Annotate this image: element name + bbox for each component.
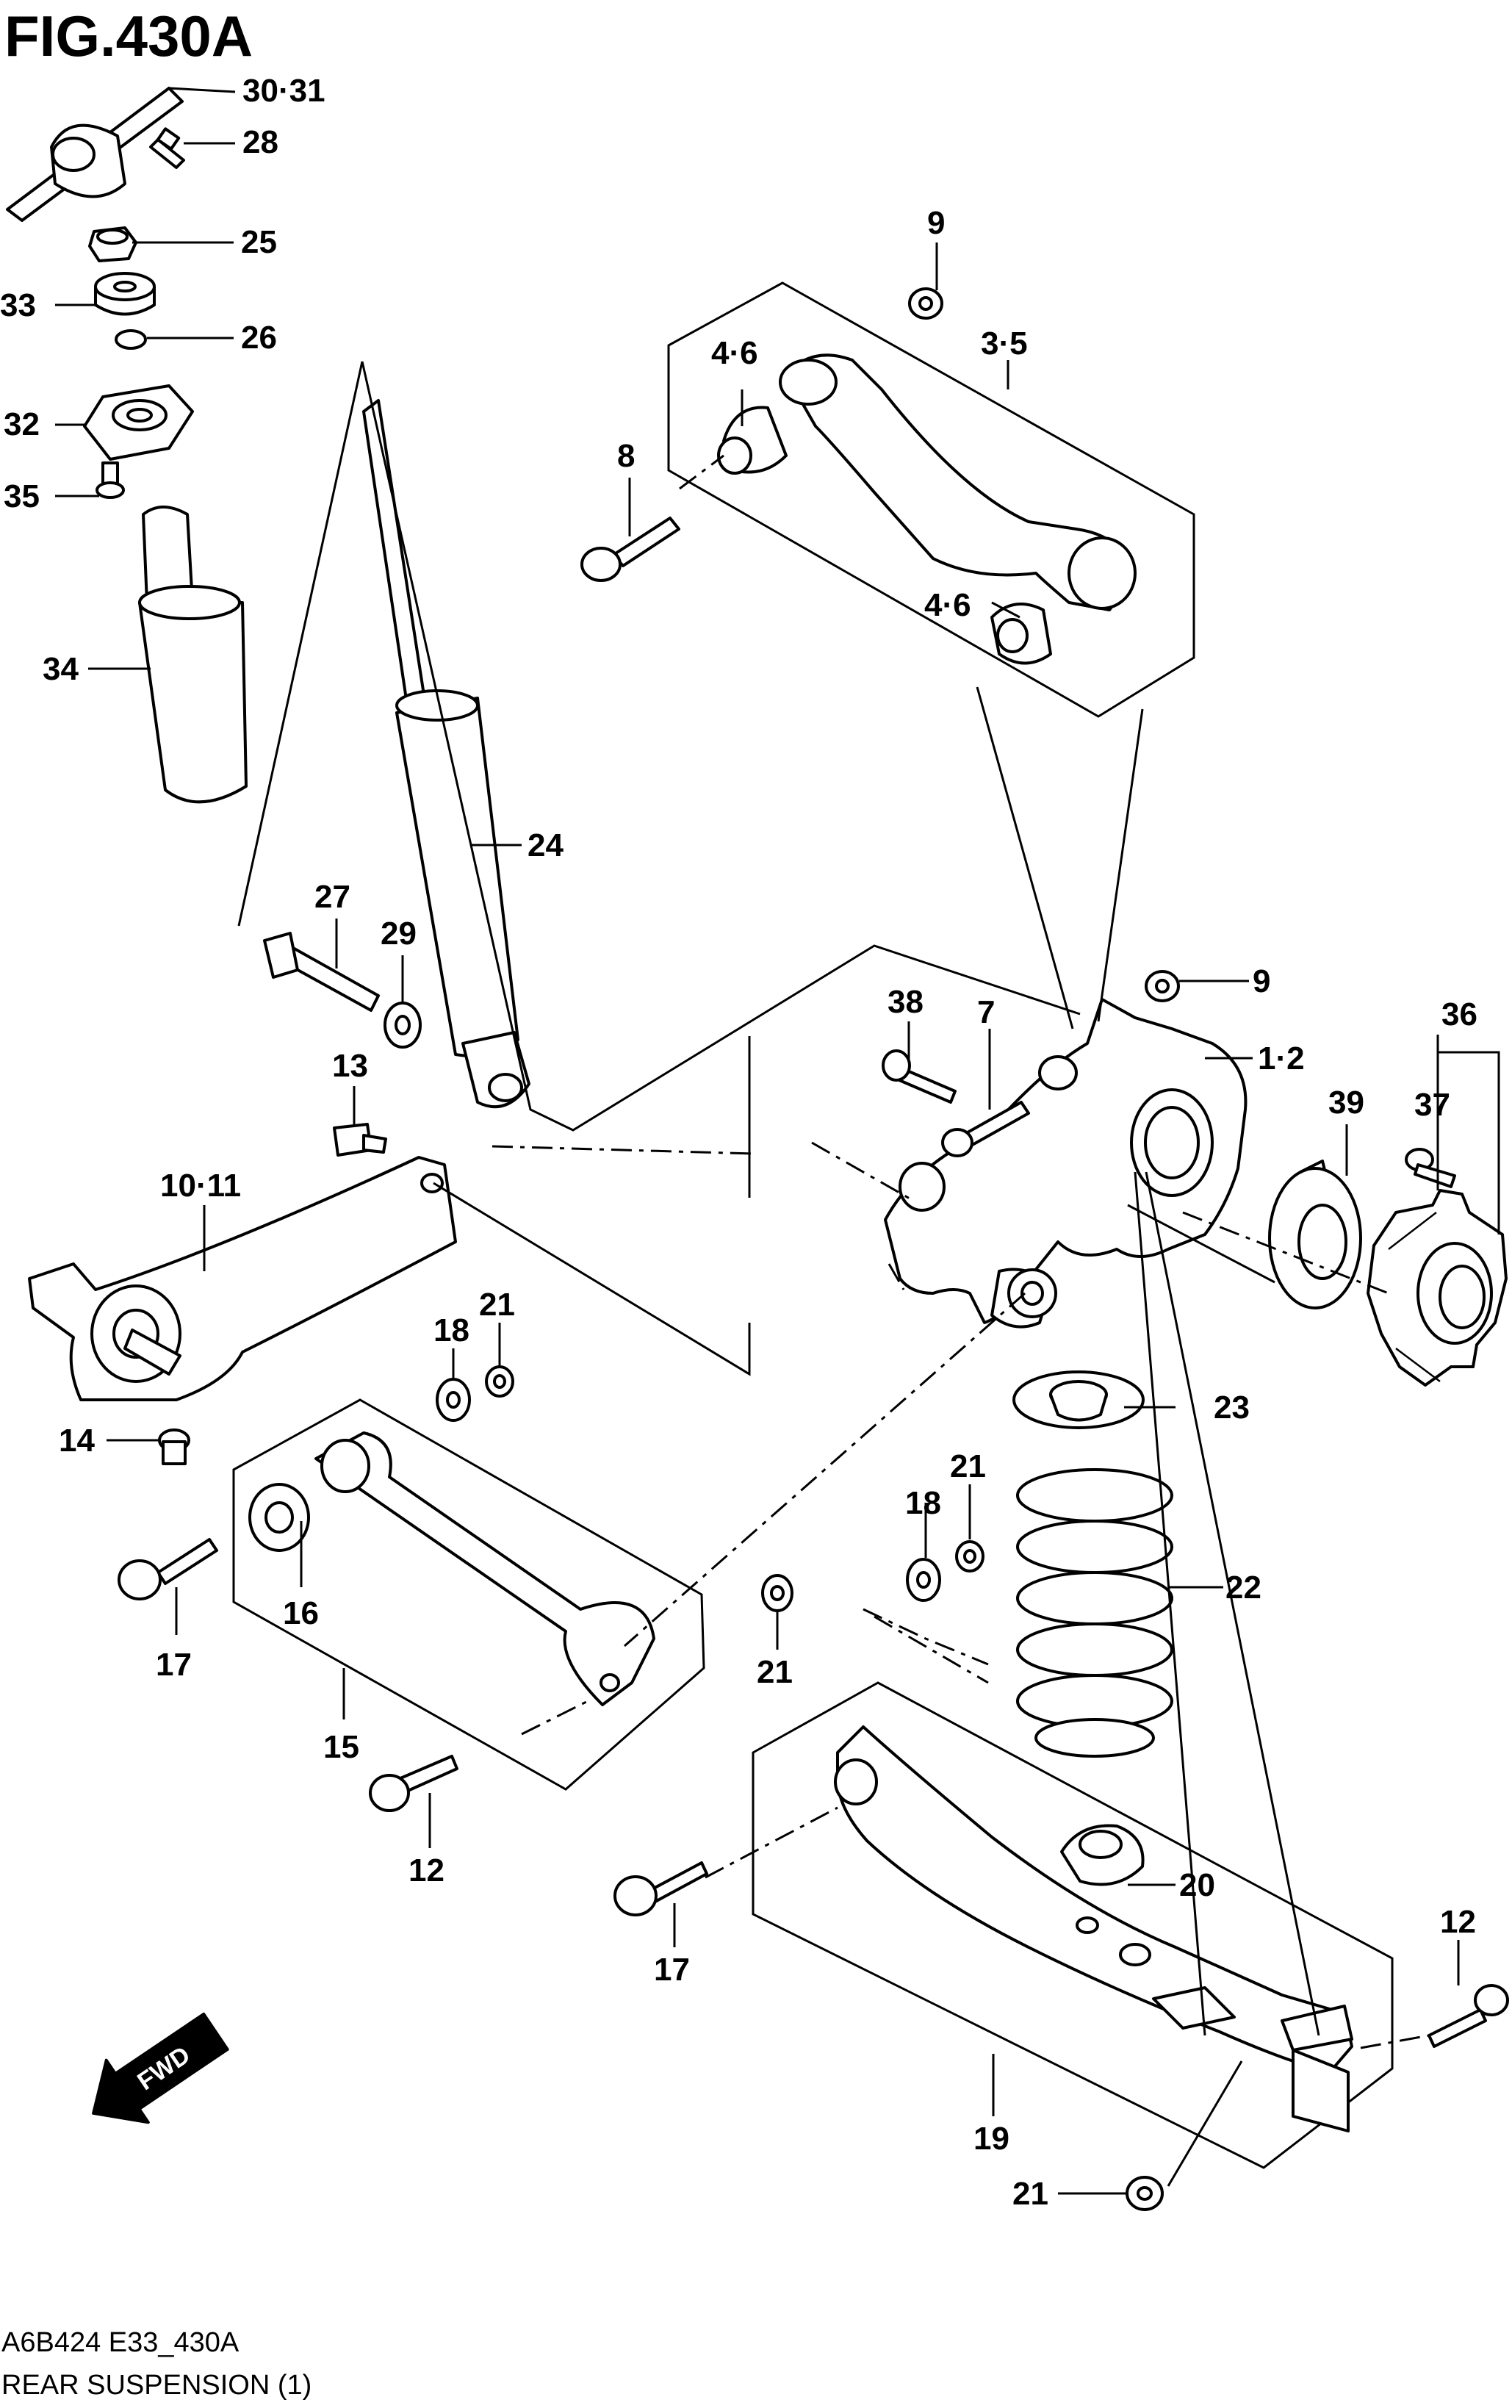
bolt-14 xyxy=(158,1428,190,1465)
callout-18a: 18 xyxy=(433,1312,469,1348)
figure-title: FIG.430A xyxy=(4,4,253,68)
coil-spring-22 xyxy=(1016,1468,1173,1758)
callout-19: 19 xyxy=(973,2121,1009,2157)
callout-10-11: 10·11 xyxy=(160,1168,241,1204)
nut-21b xyxy=(761,1574,793,1612)
arm-19-frame xyxy=(752,1681,1394,2169)
hub-bearing-36 xyxy=(1367,1189,1508,1387)
bolt-27 xyxy=(263,932,380,1012)
nut-9b xyxy=(1145,970,1180,1002)
figure-name: REAR SUSPENSION (1) xyxy=(1,2370,312,2401)
washer-29 xyxy=(384,1002,422,1049)
callout-4-6a: 4·6 xyxy=(711,335,758,371)
callout-3-5: 3·5 xyxy=(981,326,1028,362)
callout-21d: 21 xyxy=(1012,2176,1048,2212)
callout-38: 38 xyxy=(888,984,924,1020)
nut-18b xyxy=(906,1558,941,1602)
centerlines xyxy=(492,454,1430,2049)
arm-3-5-frame xyxy=(667,281,1195,718)
lower-arm-10-11 xyxy=(28,1156,457,1401)
callout-21b: 21 xyxy=(757,1654,793,1690)
callout-14: 14 xyxy=(59,1423,95,1459)
callout-33: 33 xyxy=(0,287,36,323)
callout-39: 39 xyxy=(1328,1085,1364,1121)
nut-18a xyxy=(436,1378,471,1422)
arm-15-frame xyxy=(232,1398,705,1791)
nut-21c xyxy=(955,1540,984,1573)
callout-22: 22 xyxy=(1225,1570,1261,1606)
callout-labels: 30·31 28 25 33 26 32 35 34 24 27 29 13 1… xyxy=(0,73,1477,2212)
connection-lines xyxy=(237,361,1320,2187)
washer-26 xyxy=(115,329,147,350)
callout-28: 28 xyxy=(242,124,278,160)
bolt-28 xyxy=(149,127,185,169)
bolt-35 xyxy=(96,461,125,499)
bolt-13 xyxy=(333,1123,387,1157)
bolt-7 xyxy=(941,1101,1030,1157)
callout-26: 26 xyxy=(241,320,277,356)
forward-arrow-icon: FWD xyxy=(92,2012,229,2124)
callout-8: 8 xyxy=(617,438,635,474)
callout-17a: 17 xyxy=(156,1647,192,1683)
callout-24: 24 xyxy=(528,827,564,863)
callout-9a: 9 xyxy=(927,205,945,241)
callout-9b: 9 xyxy=(1253,963,1270,999)
callout-12a: 12 xyxy=(408,1852,444,1888)
callout-25: 25 xyxy=(241,224,277,260)
upper-arm-3-5 xyxy=(717,353,1137,665)
shock-absorber-24 xyxy=(362,399,530,1109)
callout-35: 35 xyxy=(4,478,40,514)
callout-32: 32 xyxy=(4,406,40,442)
callout-16: 16 xyxy=(283,1595,319,1631)
bolt-8 xyxy=(580,517,680,582)
bolt-17b xyxy=(613,1861,708,1916)
callout-17b: 17 xyxy=(654,1952,690,1988)
callout-20: 20 xyxy=(1179,1867,1215,1903)
bolt-12a xyxy=(369,1755,458,1812)
figure-code: A6B424 E33_430A xyxy=(1,2327,240,2358)
knuckle-1-2 xyxy=(884,998,1248,1329)
nut-21d xyxy=(1126,2176,1164,2211)
hub-bolt-37 xyxy=(1405,1148,1456,1188)
callout-27: 27 xyxy=(314,879,350,915)
bushing-33 xyxy=(94,272,156,316)
bolt-12b xyxy=(1428,1984,1509,2048)
callout-23: 23 xyxy=(1214,1390,1250,1426)
strut-mount-bracket xyxy=(6,87,184,222)
callout-37: 37 xyxy=(1414,1087,1450,1123)
mount-plate-32 xyxy=(83,384,194,461)
leader-lines xyxy=(55,87,1500,2195)
nut-21a xyxy=(485,1365,514,1398)
callout-12b: 12 xyxy=(1440,1904,1476,1940)
nut-9a xyxy=(908,287,943,320)
lower-arm-15 xyxy=(248,1431,655,1706)
callout-18b: 18 xyxy=(905,1485,941,1521)
bolt-17a xyxy=(118,1538,218,1600)
bump-stop-34 xyxy=(138,506,248,804)
nut-25 xyxy=(88,226,137,262)
callout-4-6b: 4·6 xyxy=(924,587,971,623)
callout-21a: 21 xyxy=(479,1287,515,1323)
callout-15: 15 xyxy=(323,1729,359,1765)
callout-21c: 21 xyxy=(950,1448,986,1484)
dust-cover-39 xyxy=(1268,1160,1362,1309)
bolt-38 xyxy=(882,1049,957,1104)
callout-30-31: 30·31 xyxy=(242,73,325,109)
callout-29: 29 xyxy=(381,916,417,952)
spring-seat-23 xyxy=(1012,1370,1145,1429)
callout-7: 7 xyxy=(977,994,995,1030)
trailing-arm-19 xyxy=(834,1725,1353,2132)
callout-34: 34 xyxy=(43,651,79,687)
callout-13: 13 xyxy=(332,1048,368,1084)
callout-1-2: 1·2 xyxy=(1258,1041,1305,1077)
callout-36: 36 xyxy=(1441,996,1477,1032)
